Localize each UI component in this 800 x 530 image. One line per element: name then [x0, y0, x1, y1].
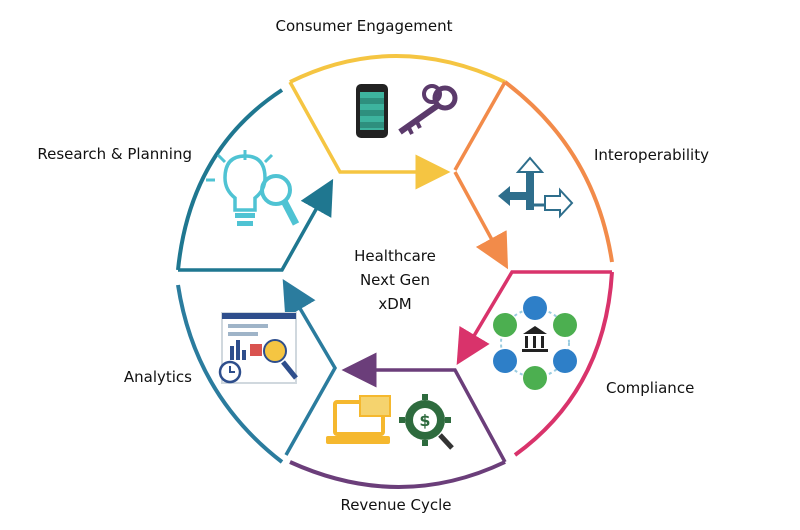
- label-research-planning: Research & Planning: [37, 145, 192, 163]
- segment-interoperability: [453, 80, 614, 270]
- phone-and-keys-icon: [356, 84, 458, 138]
- compliance-network-icon: [493, 296, 577, 390]
- center-line-2: Next Gen: [360, 271, 430, 289]
- center-line-3: xDM: [378, 295, 411, 313]
- lightbulb-search-icon: [206, 150, 300, 226]
- label-compliance: Compliance: [606, 379, 694, 397]
- svg-text:$: $: [419, 411, 430, 430]
- label-analytics: Analytics: [124, 368, 192, 386]
- label-revenue-cycle: Revenue Cycle: [340, 496, 451, 514]
- direction-arrows-icon: [498, 156, 574, 219]
- segment-analytics: [176, 278, 338, 464]
- segment-compliance: [456, 270, 614, 457]
- center-title: Healthcare Next Gen xDM: [354, 247, 436, 313]
- segment-consumer-engagement: [288, 54, 507, 190]
- center-line-1: Healthcare: [354, 247, 436, 265]
- laptop-and-gear-icon: $: [326, 394, 454, 450]
- segment-revenue-cycle: [289, 352, 507, 489]
- label-interoperability: Interoperability: [594, 146, 709, 164]
- analytics-dashboard-icon: [218, 312, 298, 384]
- segment-research-planning: [176, 88, 334, 272]
- label-consumer-engagement: Consumer Engagement: [276, 17, 453, 35]
